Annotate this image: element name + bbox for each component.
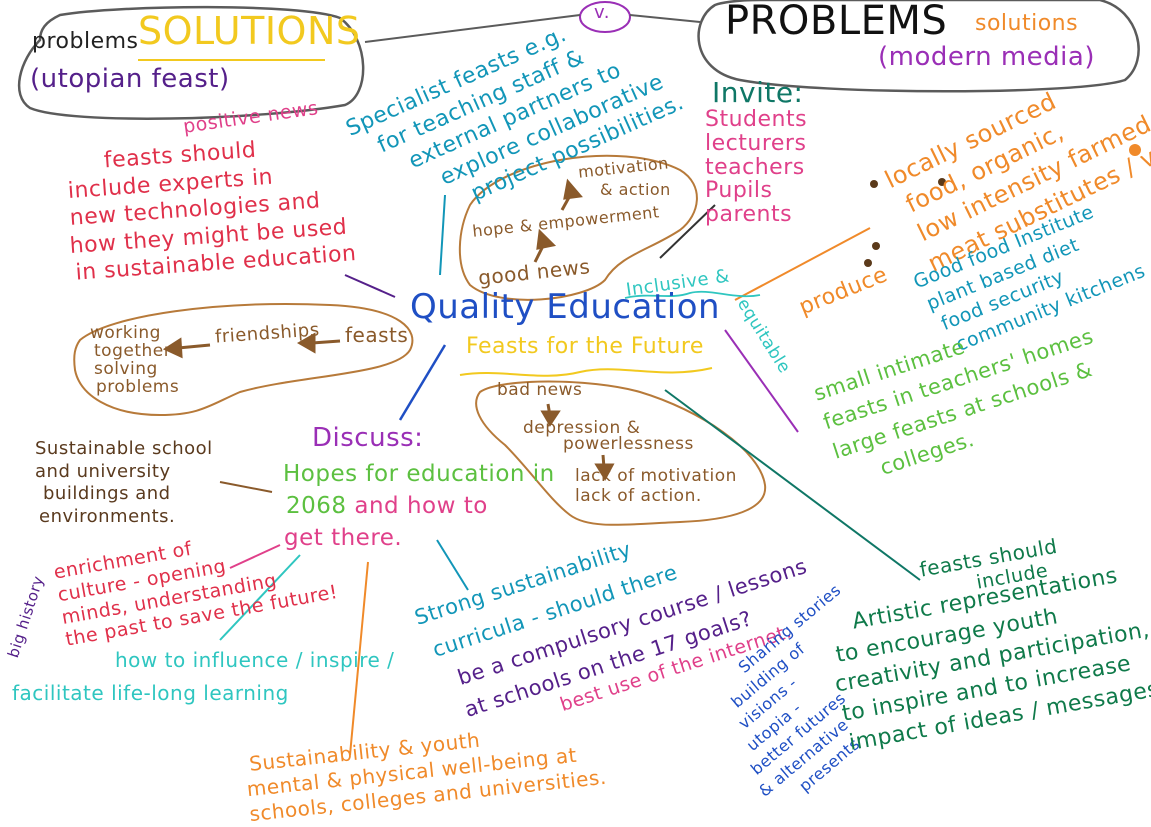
positive-chain-blob	[458, 154, 698, 301]
problems-header-bubble	[697, 0, 1140, 93]
center-title: Quality Education	[410, 287, 721, 327]
experts-note: feasts should include experts in new tec…	[67, 130, 357, 286]
bullet-dot	[864, 259, 872, 267]
invite-item: teachers	[705, 154, 805, 180]
arrow-friendships-to-working	[162, 337, 211, 359]
arrow-depression-to-lack	[594, 454, 615, 482]
link-enrichment	[229, 544, 281, 569]
bullet-dot	[1129, 144, 1141, 156]
arrow-hope-to-motivation	[560, 178, 583, 211]
discuss-line-2: 2068 and how to	[286, 494, 488, 518]
link-buildings	[219, 481, 273, 493]
influence-line-1: how to influence / inspire /	[115, 648, 395, 672]
invite-item: Pupils	[705, 178, 773, 204]
link-influence	[219, 554, 301, 641]
buildings-line: buildings and	[43, 483, 171, 504]
working-line: working	[90, 323, 161, 343]
lack-label-1: lack of motivation	[575, 466, 737, 486]
link-small-feasts	[724, 329, 799, 433]
link-specialist	[439, 194, 446, 276]
feasts-chain-working: working together solving problems	[90, 323, 180, 397]
versus-bubble	[579, 1, 631, 33]
link-wellbeing	[349, 561, 369, 756]
arrow-bad-to-depression	[540, 403, 561, 427]
discuss-and-how: and how to	[354, 493, 488, 519]
solutions-header-bubble	[17, 5, 365, 120]
left-problems-label: problems	[32, 29, 139, 54]
depression-label-2: powerlessness	[563, 434, 694, 454]
working-line: together	[94, 340, 172, 361]
depression-label-1: depression &	[523, 418, 641, 438]
header-link-right	[629, 14, 701, 23]
discuss-title: Discuss:	[312, 423, 424, 453]
right-solutions-label: solutions	[975, 11, 1079, 36]
link-curricula	[436, 539, 469, 591]
link-discuss	[398, 344, 447, 421]
bad-news-label: bad news	[497, 380, 583, 400]
buildings-line: Sustainable school	[35, 438, 213, 459]
underline-quality	[624, 290, 761, 299]
lack-label-2: lack of action.	[575, 486, 702, 506]
center-subtitle: Feasts for the Future	[466, 334, 704, 359]
feasts-chain-blob	[73, 303, 414, 417]
feasts-chain-feasts: feasts	[345, 323, 409, 347]
link-artistic	[664, 389, 921, 581]
invite-item: lecturers	[705, 130, 807, 156]
negative-chain-blob	[475, 380, 767, 526]
bullet-dot	[870, 180, 878, 188]
left-solutions-label: SOLUTIONS	[138, 9, 361, 53]
bullet-dot	[938, 178, 946, 186]
motivation-label-2: & action	[600, 180, 671, 199]
link-invite	[659, 204, 716, 259]
working-line: problems	[96, 376, 180, 397]
bullet-dot	[872, 242, 880, 250]
link-experts	[344, 274, 396, 298]
year-2068: 2068	[286, 493, 347, 519]
left-subtitle: (utopian feast)	[30, 64, 230, 94]
versus-label: v.	[594, 2, 610, 23]
invite-list: Students lecturers teachers Pupils paren…	[705, 108, 807, 227]
right-problems-label: PROBLEMS	[725, 0, 948, 44]
link-produce	[734, 227, 871, 301]
buildings-line: and university	[35, 460, 171, 482]
discuss-line-3: get there.	[284, 525, 403, 551]
invite-item: parents	[705, 202, 793, 227]
arrow-good-to-hope	[533, 228, 557, 263]
buildings-note: Sustainable school and university buildi…	[35, 438, 213, 528]
right-subtitle: (modern media)	[878, 42, 1095, 72]
invite-item: Students	[705, 107, 808, 132]
arrow-feasts-to-friendships	[296, 332, 341, 354]
buildings-line: environments.	[39, 505, 176, 527]
underline-feasts-future	[459, 367, 713, 377]
header-link-left	[364, 14, 581, 43]
discuss-line-1: Hopes for education in	[283, 461, 555, 487]
influence-line-2: facilitate life-long learning	[12, 681, 289, 705]
working-line: solving	[94, 358, 158, 379]
invite-title: Invite:	[712, 76, 804, 109]
